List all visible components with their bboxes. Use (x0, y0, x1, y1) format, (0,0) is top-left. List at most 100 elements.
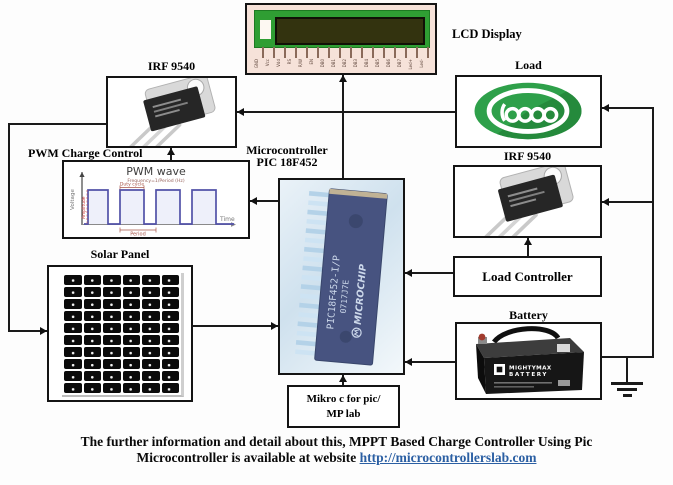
battery-image-box: MIGHTYMAX BATTERY (455, 322, 602, 400)
solar-cell (161, 371, 179, 381)
pwm-wave-chart-box: PWM wave Frequency=1/Period (Hz) Voltage… (62, 160, 250, 239)
connector-line (193, 325, 278, 327)
pwm-charge-control-label: PWM Charge Control (28, 146, 143, 160)
pwm-dutycycle-label: Duty cycle (120, 182, 144, 188)
solar-cell (122, 371, 140, 381)
pwm-wave-chart: PWM wave Frequency=1/Period (Hz) Voltage… (70, 165, 236, 238)
microcontroller-image-box: PIC18F452-I/P 0717J7E MICROCHIP (278, 178, 405, 375)
lcd-pin: Led+ (408, 47, 422, 73)
solar-cell (103, 359, 121, 369)
solar-cell (83, 371, 101, 381)
solar-cell (83, 323, 101, 333)
solar-cell (142, 287, 160, 297)
mosfet-icon (108, 78, 235, 146)
pwm-ylabel: Voltage (70, 188, 76, 210)
lcd-pin: RS (287, 47, 301, 73)
arrow-loadctrl-to-irf9540-icon (524, 238, 532, 245)
mosfet-icon (455, 167, 600, 236)
lcd-pin: R/W (298, 47, 312, 73)
solar-cell (83, 335, 101, 345)
pwm-period-label: Period (130, 232, 146, 238)
solar-cell (64, 299, 82, 309)
chip-pins (295, 191, 331, 356)
solar-cell (83, 275, 101, 285)
solar-panel-label: Solar Panel (90, 247, 150, 261)
solar-cell (161, 335, 179, 345)
solar-cell (103, 287, 121, 297)
lcd-pin: GND (254, 47, 268, 73)
solar-cell (103, 371, 121, 381)
connector-line (652, 107, 654, 358)
arrow-micro-to-pwm-icon (250, 197, 257, 205)
arrow-into-solar-panel-icon (40, 327, 47, 335)
solar-cell (103, 311, 121, 321)
solar-cell (122, 287, 140, 297)
battery-label: Battery (509, 308, 548, 322)
solar-cell (161, 287, 179, 297)
solar-cell (142, 383, 160, 393)
website-link[interactable]: http://microcontrollerslab.com (359, 450, 537, 465)
connector-line (405, 272, 453, 274)
solar-cell (122, 383, 140, 393)
solar-cell (64, 383, 82, 393)
microcontroller-label-2: PIC 18F452 (256, 155, 318, 169)
connector-line (8, 123, 106, 125)
ground-symbol (626, 356, 628, 382)
connector-line (405, 361, 455, 363)
solar-cell (83, 347, 101, 357)
solar-cell (161, 383, 179, 393)
solar-cell (64, 275, 82, 285)
lcd-pin: DB6 (386, 47, 400, 73)
solar-cell (122, 275, 140, 285)
pwm-amplitude-label: Amplitude (81, 196, 87, 219)
solar-panel-frame (62, 273, 184, 397)
solar-cell (122, 347, 140, 357)
lcd-pin: Vdd (276, 47, 290, 73)
solar-cell (64, 323, 82, 333)
microcontroller-label-1: Microcontroller (246, 143, 328, 157)
arrow-loadctrl-to-micro-icon (405, 269, 412, 277)
solar-cell (122, 311, 140, 321)
lcd-pin: DB4 (364, 47, 378, 73)
solar-cell (161, 347, 179, 357)
solar-cell (142, 359, 160, 369)
lcd-pcb (254, 10, 430, 48)
solar-cell (103, 383, 121, 393)
load-image-box (455, 75, 602, 148)
lcd-display-label: LCD Display (452, 27, 522, 41)
arrow-into-irf9540-top-icon (237, 108, 244, 116)
solar-cell (64, 287, 82, 297)
mikroc-box: Mikro c for pic/ MP lab (287, 385, 400, 428)
connector-line (8, 330, 47, 332)
load-coil-icon (474, 82, 582, 140)
solar-cell (64, 347, 82, 357)
connector-line (237, 111, 455, 113)
solar-cell (64, 311, 82, 321)
lcd-pin: DB3 (353, 47, 367, 73)
solar-cell (142, 275, 160, 285)
solar-cell (142, 311, 160, 321)
solar-cell (142, 323, 160, 333)
ground-symbol (611, 382, 643, 385)
solar-cell (83, 299, 101, 309)
load-label: Load (515, 58, 542, 72)
solar-cell (64, 335, 82, 345)
solar-cell (103, 275, 121, 285)
solar-cell (103, 347, 121, 357)
chip-marking-2: 0717J7E (339, 279, 351, 314)
solar-cell (64, 359, 82, 369)
solar-cell (103, 335, 121, 345)
lcd-pin: DB1 (331, 47, 345, 73)
load-controller-label: Load Controller (482, 268, 573, 284)
solar-cell (161, 311, 179, 321)
solar-cell (161, 359, 179, 369)
chip-brand: MICROCHIP (353, 264, 369, 326)
solar-cell (142, 335, 160, 345)
mikroc-label-2: MP lab (326, 407, 361, 420)
lcd-pin: DB2 (342, 47, 356, 73)
arrow-battery-to-micro-icon (405, 358, 412, 366)
ground-symbol (623, 394, 632, 397)
arrow-rail-to-irf9540-icon (602, 198, 609, 206)
lcd-screen (275, 17, 425, 45)
